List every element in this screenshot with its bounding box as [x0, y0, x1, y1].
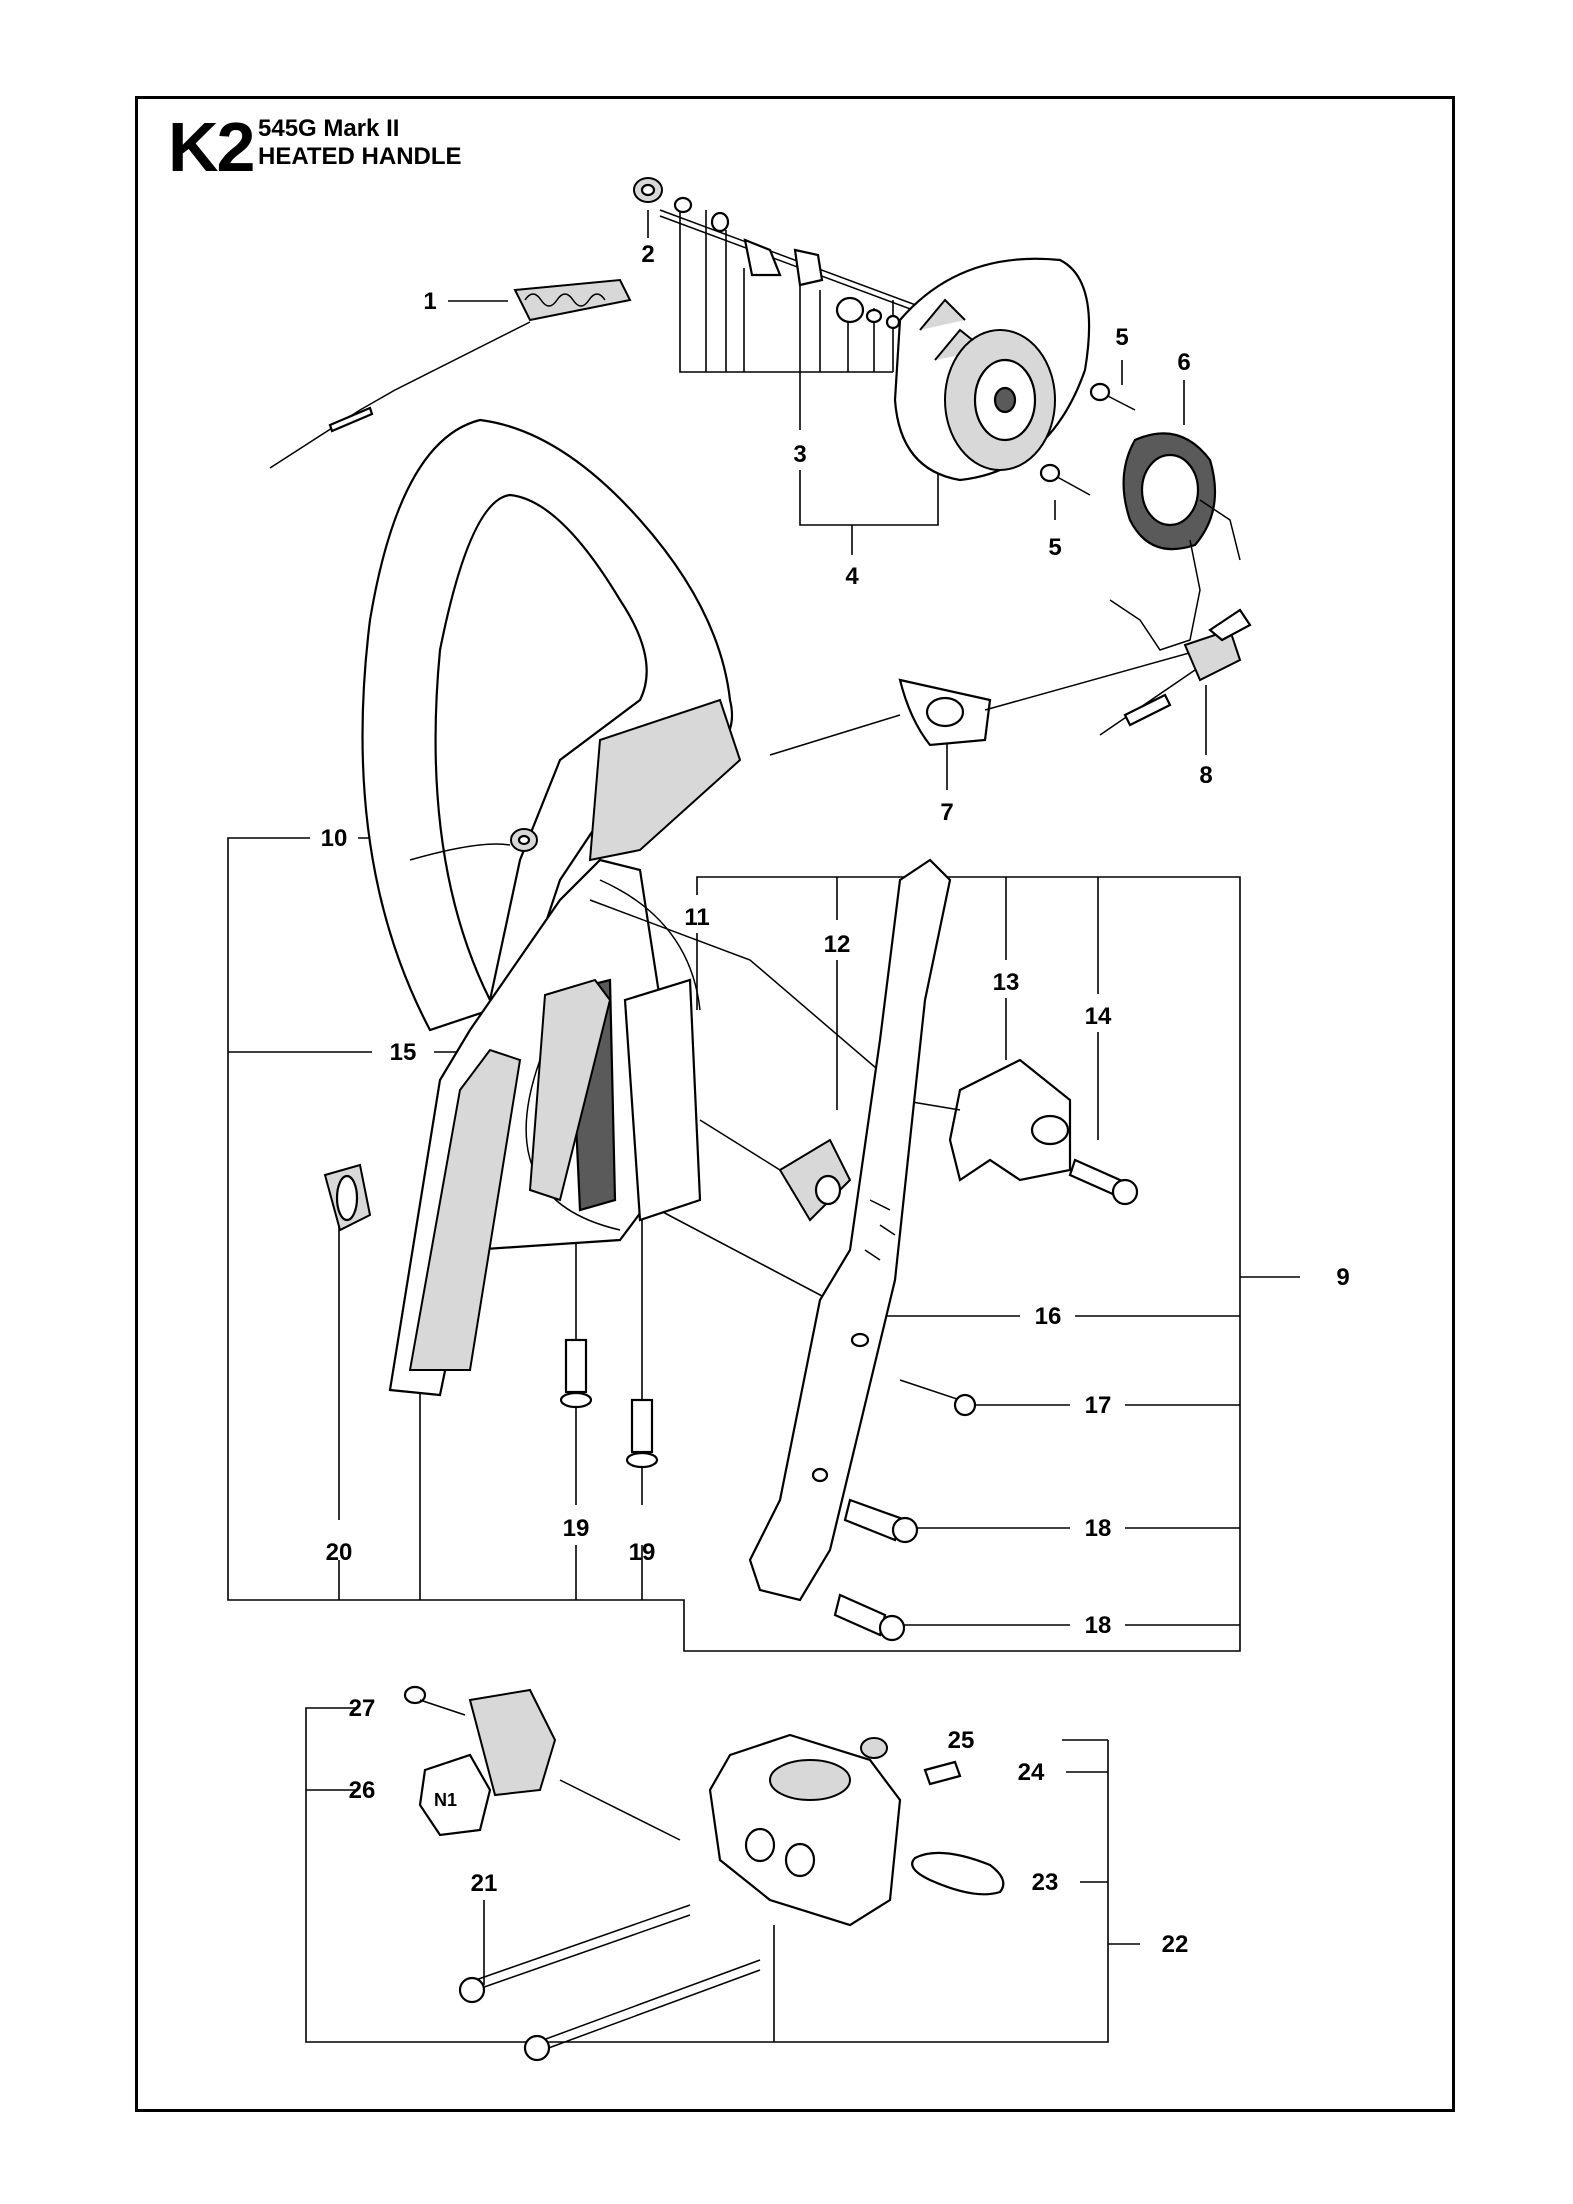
part-18-bolt-lower — [833, 1593, 906, 1642]
callout-27: 27 — [349, 1695, 376, 1722]
model-name: 545G Mark II — [258, 115, 400, 142]
callout-7: 7 — [940, 799, 953, 826]
part-14-screw — [1068, 1158, 1139, 1206]
part-25-nut — [860, 1737, 888, 1759]
callout-11: 11 — [684, 904, 709, 931]
callout-21: 21 — [471, 1870, 498, 1897]
part-3-shaft-assembly — [659, 196, 1011, 347]
callout-10: 10 — [321, 825, 348, 852]
part-22-grip-housing — [708, 1733, 902, 1927]
part-19-spacer-right — [625, 1398, 659, 1469]
callout-4: 4 — [845, 563, 859, 590]
part-8-connector — [1099, 608, 1252, 736]
callout-23: 23 — [1032, 1869, 1059, 1896]
part-5-screw-lower — [1039, 463, 1091, 496]
callout-14: 14 — [1085, 1003, 1112, 1030]
callout-26: 26 — [349, 1777, 376, 1804]
callout-1: 1 — [423, 288, 436, 315]
part-17-screw — [899, 1379, 977, 1417]
callout-22: 22 — [1162, 1931, 1189, 1958]
callout-20: 20 — [326, 1539, 353, 1566]
part-26-switch-unit: N1 — [418, 1688, 681, 1841]
callout-2: 2 — [641, 241, 654, 268]
part-20-grommet — [323, 1163, 372, 1232]
part-12-switch-knob — [699, 1119, 852, 1222]
callout-3: 3 — [793, 441, 806, 468]
leader-lines — [227, 208, 1300, 2043]
part-24-small-seal — [923, 1760, 962, 1786]
callout-labels: 1 2 3 4 5 6 5 7 8 9 10 11 12 13 14 15 16… — [321, 241, 1350, 1958]
part-6-stator — [1109, 432, 1241, 651]
part-5-screw-upper — [1089, 382, 1136, 411]
callout-25: 25 — [948, 1727, 975, 1754]
callout-19-left: 19 — [563, 1515, 590, 1542]
part-10-nut — [510, 828, 538, 852]
part-1-heater-element — [269, 278, 632, 469]
front-handle-bar — [361, 418, 742, 1032]
callout-24: 24 — [1018, 1759, 1045, 1786]
page-code: K2 — [168, 108, 255, 186]
part-23-seal — [911, 1851, 1005, 1896]
part-21-long-bolt-upper — [458, 1904, 691, 2004]
callout-12: 12 — [824, 931, 851, 958]
callout-9: 9 — [1336, 1264, 1349, 1291]
part-18-bolt-upper — [843, 1498, 919, 1544]
part-19-spacer-left — [559, 1338, 593, 1409]
callout-13: 13 — [993, 969, 1020, 996]
callout-5-lower: 5 — [1048, 534, 1061, 561]
callout-17: 17 — [1085, 1392, 1112, 1419]
callout-6: 6 — [1177, 349, 1190, 376]
part-7-sensor-gasket — [769, 649, 1201, 756]
callout-16: 16 — [1035, 1303, 1062, 1330]
part-11-wire-bundle — [589, 879, 891, 1081]
callout-5-upper: 5 — [1115, 324, 1128, 351]
part-21-long-bolt-lower — [523, 1959, 761, 2062]
callout-18-lower: 18 — [1085, 1612, 1112, 1639]
part-2-nut — [633, 177, 663, 203]
callout-15: 15 — [390, 1039, 417, 1066]
part-27-screw — [403, 1685, 466, 1716]
part-4-generator-rotor — [893, 257, 1091, 482]
diagram-frame — [135, 96, 1455, 2112]
callout-8: 8 — [1199, 762, 1212, 789]
decal-label: N1 — [434, 1790, 457, 1810]
diagram-title: HEATED HANDLE — [258, 143, 462, 170]
part-13-trigger-housing — [899, 1058, 1072, 1182]
callout-19-right: 19 — [629, 1539, 656, 1566]
part-15-grip-cover — [528, 978, 612, 1202]
callout-18-upper: 18 — [1085, 1515, 1112, 1542]
part-16-handle-cover — [748, 858, 952, 1602]
